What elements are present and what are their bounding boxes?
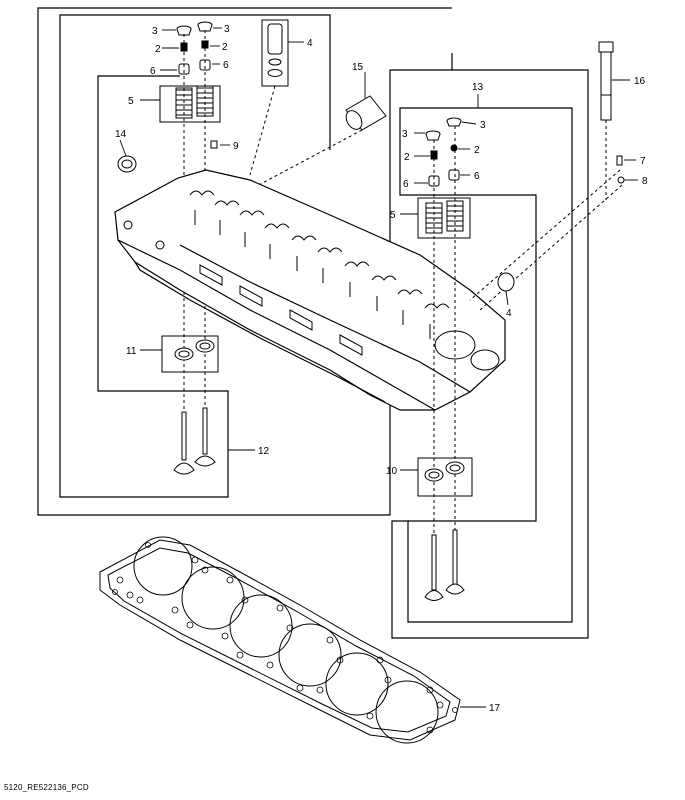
callout-2-left-b: 2 <box>222 42 228 53</box>
callout-14: 14 <box>115 129 127 140</box>
callout-8: 8 <box>642 176 648 187</box>
callout-2-right: 2 <box>404 152 410 163</box>
plug-9 <box>210 140 218 149</box>
callout-3-left-b: 3 <box>224 24 230 35</box>
head-gasket <box>99 536 461 744</box>
seat-box-right <box>417 457 473 497</box>
callout-2-left: 2 <box>155 44 161 55</box>
callout-6-right: 6 <box>403 179 409 190</box>
callout-9: 9 <box>233 141 239 152</box>
exhaust-inner-frame <box>399 107 537 522</box>
springs-left <box>175 85 214 119</box>
callout-7: 7 <box>640 156 646 167</box>
callout-17: 17 <box>489 703 501 714</box>
intake-frame <box>59 14 331 498</box>
callout-12: 12 <box>258 446 270 457</box>
callout-6-right-b: 6 <box>474 171 480 182</box>
spring-box-left <box>159 85 221 123</box>
cylinder-head <box>114 169 506 411</box>
callout-11: 11 <box>126 346 137 357</box>
cup-plug-14 <box>117 155 137 173</box>
callout-15: 15 <box>352 62 364 73</box>
leader-lines <box>119 27 638 708</box>
exhaust-frame <box>391 69 589 639</box>
callout-6-left-b: 6 <box>223 60 229 71</box>
callout-5-right: 5 <box>390 210 396 221</box>
callout-16: 16 <box>634 76 646 87</box>
callout-3-left: 3 <box>152 26 158 37</box>
seat-box-left <box>161 335 219 373</box>
callout-4-top: 4 <box>307 38 313 49</box>
callout-2-right-b: 2 <box>474 145 480 156</box>
callout-6-left: 6 <box>150 66 156 77</box>
callout-labels: 3 3 2 2 6 6 4 5 9 15 14 16 13 3 3 2 2 6 … <box>115 24 648 714</box>
callout-5-left: 5 <box>128 96 134 107</box>
callout-3-right-b: 3 <box>480 120 486 131</box>
figure-code: 5120_RE522136_PCD <box>4 783 89 792</box>
callout-4-right: 4 <box>506 308 512 319</box>
spring-box-right <box>417 197 471 239</box>
valves-left <box>173 407 216 475</box>
group-frames <box>37 7 589 639</box>
callout-13: 13 <box>472 82 484 93</box>
callout-3-right: 3 <box>402 129 408 140</box>
valve-guide <box>267 23 283 55</box>
callout-10: 10 <box>386 466 398 477</box>
right-valve-parts <box>417 41 625 601</box>
bolt-16 <box>600 49 612 121</box>
